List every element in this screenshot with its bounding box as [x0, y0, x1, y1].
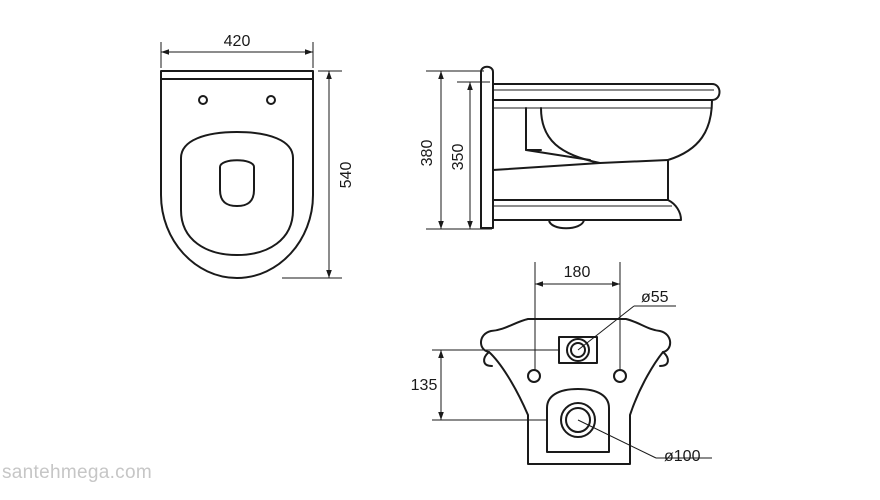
drain-diameter-label: ø100 — [664, 448, 701, 465]
side-view: 380 350 — [419, 65, 721, 230]
dim-outlet-spacing-label: 180 — [564, 264, 591, 281]
dim-drain-height-label: 135 — [411, 377, 438, 394]
rear-view: 180 ø55 135 ø100 — [411, 262, 712, 465]
dim-width-label: 420 — [224, 33, 251, 50]
dim-height-bowl-label: 350 — [450, 144, 467, 171]
inlet-diameter-label: ø55 — [641, 289, 669, 306]
watermark-text: santehmega.com — [2, 462, 152, 483]
dim-height-total-label: 380 — [419, 140, 436, 167]
top-view: 420 540 — [160, 33, 355, 279]
dim-length-label: 540 — [338, 162, 355, 189]
